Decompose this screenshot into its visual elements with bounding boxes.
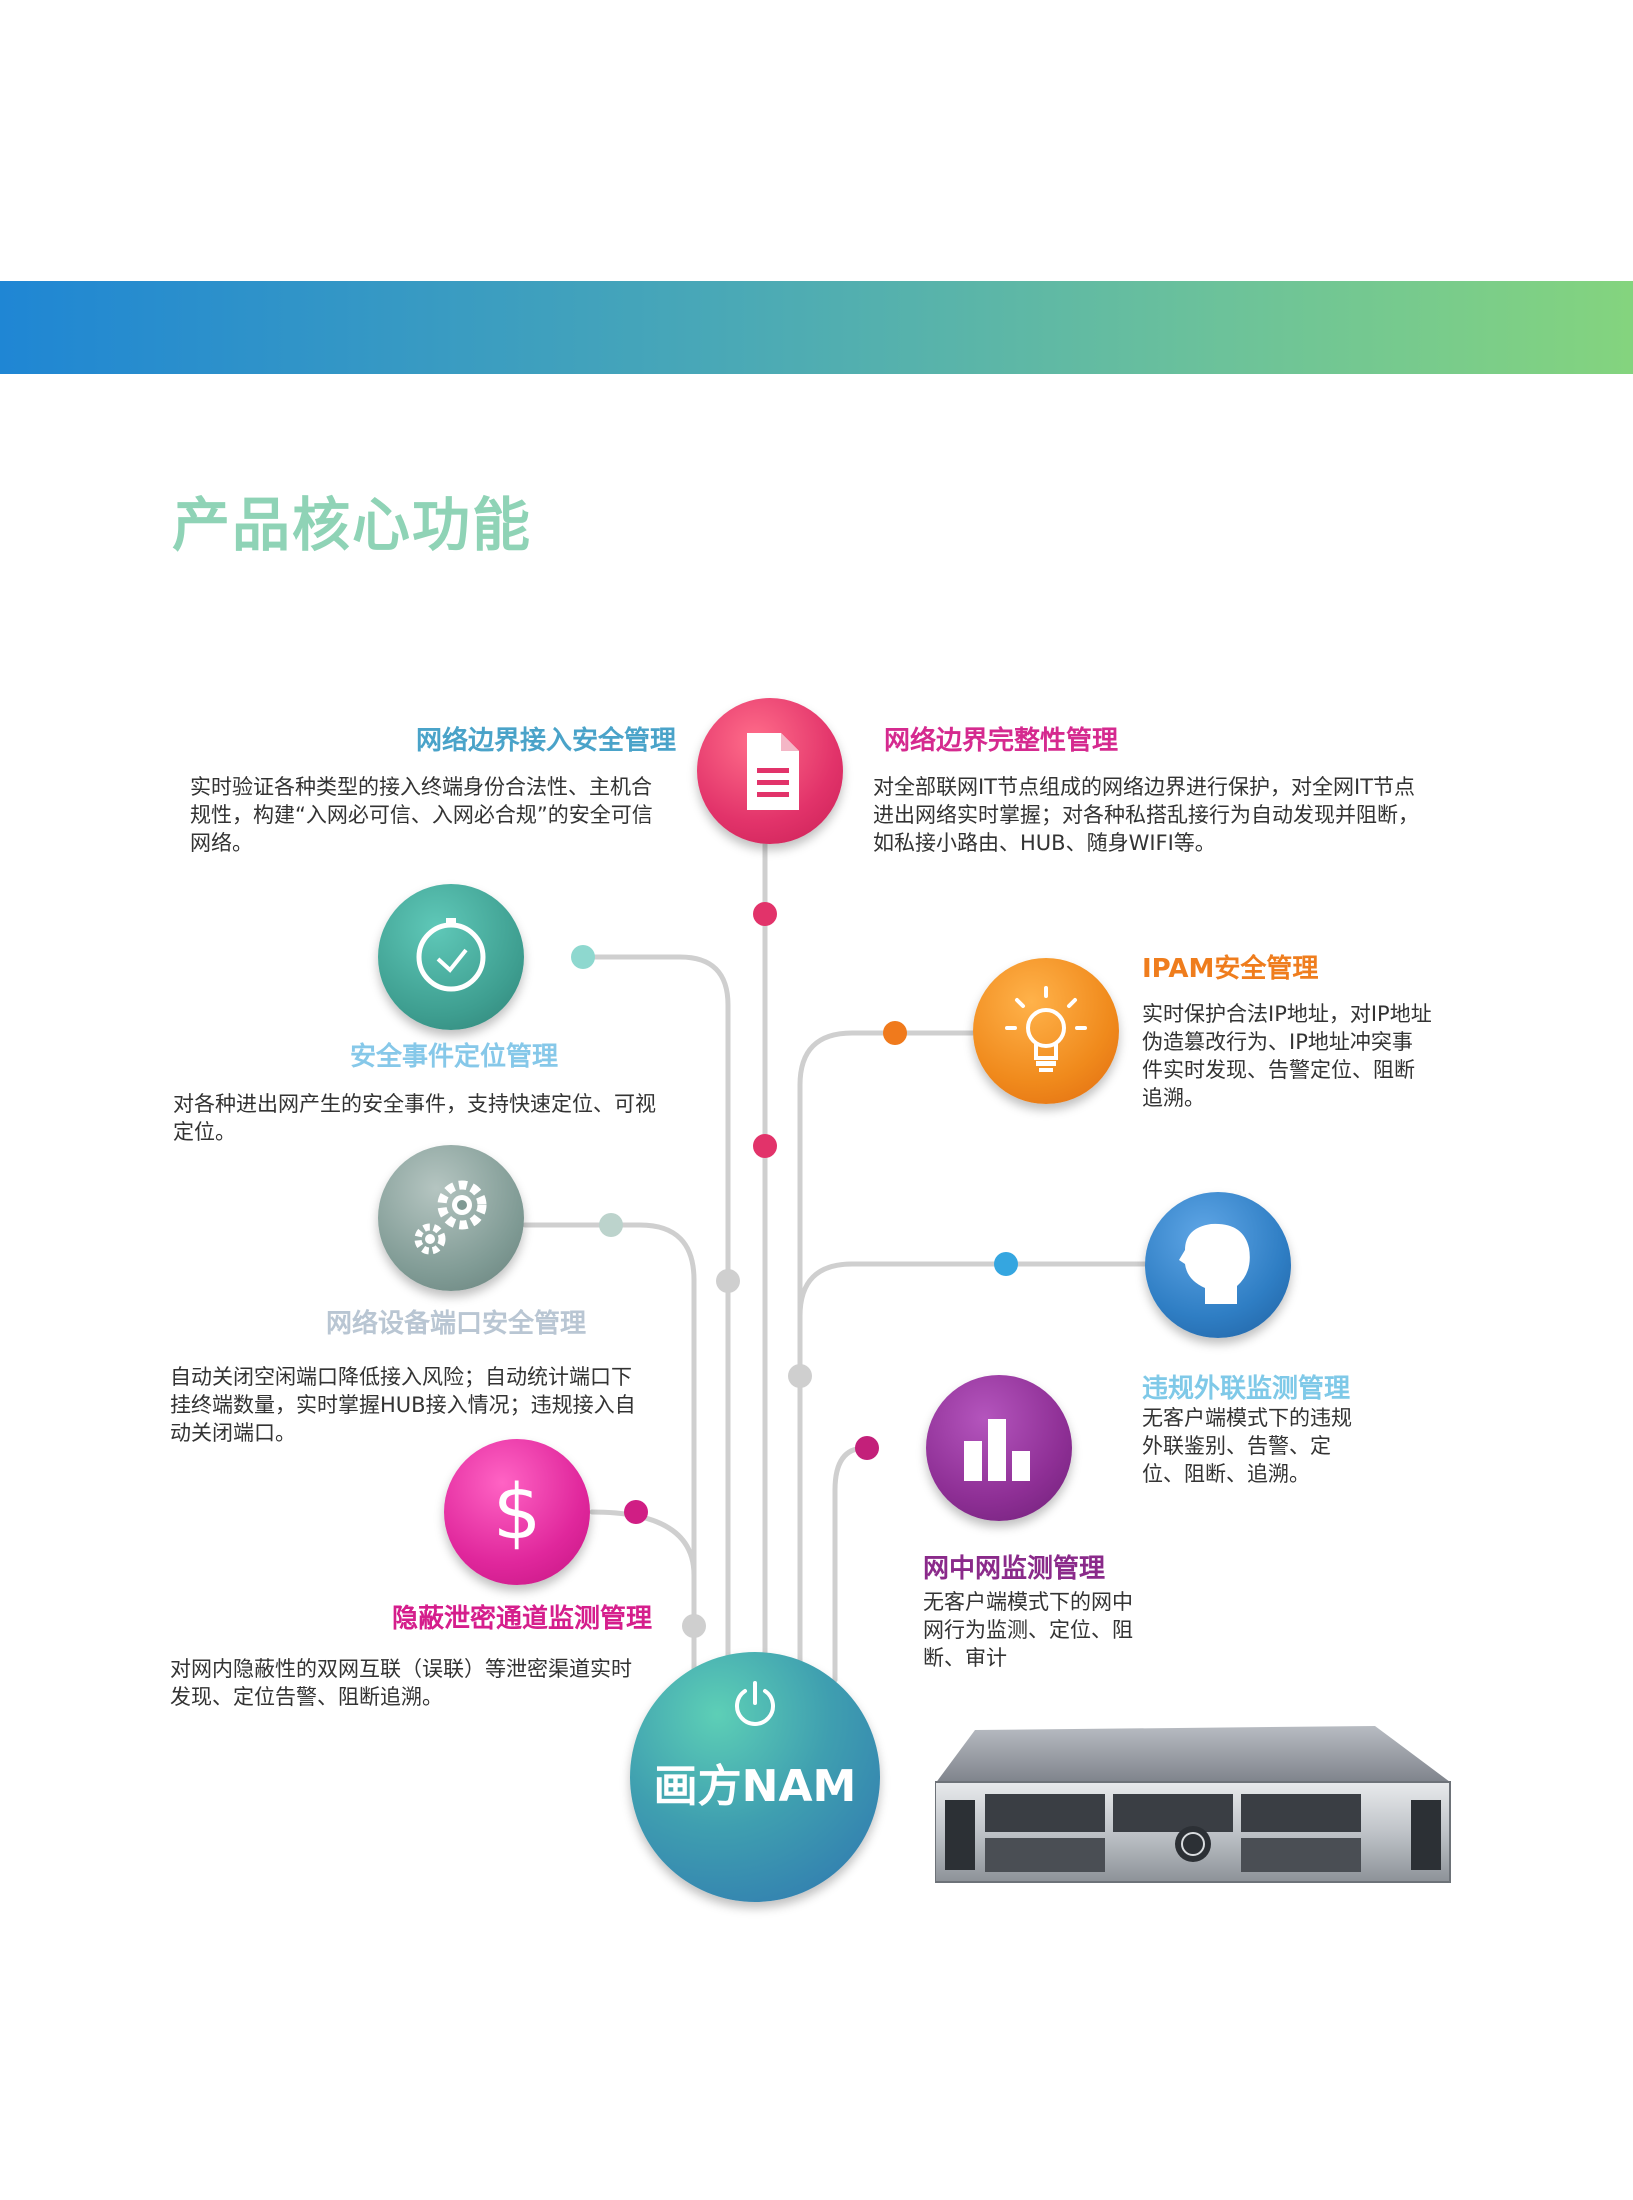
clock-icon-circle	[378, 884, 524, 1030]
feature-desc-net-in-net-monitoring: 无客户端模式下的网中网行为监测、定位、阻断、审计	[923, 1590, 1133, 1670]
feature-desc-ipam-security: 实时保护合法IP地址，对IP地址伪造篡改行为、IP地址冲突事件实时发现、告警定位…	[1142, 1002, 1432, 1110]
feature-desc-network-boundary-access: 实时验证各种类型的接入终端身份合法性、主机合规性，构建“入网必可信、入网必合规”…	[190, 775, 653, 855]
clock-icon	[416, 918, 486, 992]
lightbulb-icon-circle	[973, 958, 1119, 1104]
document-icon	[747, 733, 799, 810]
feature-title-ipam-security: IPAM安全管理	[1142, 954, 1319, 984]
section-title: 产品核心功能	[172, 491, 533, 559]
feature-title-security-event-location: 安全事件定位管理	[350, 1042, 559, 1072]
head-icon	[1179, 1223, 1250, 1304]
feature-title-covert-leak-channel-monitoring: 隐蔽泄密通道监测管理	[392, 1604, 653, 1634]
header-gradient-band	[0, 281, 1633, 374]
center-node-label: 画方NAM	[653, 1761, 857, 1812]
feature-title-illegal-outreach-monitoring: 违规外联监测管理	[1142, 1374, 1351, 1404]
bar-chart-icon	[964, 1419, 1030, 1481]
feature-title-network-boundary-integrity: 网络边界完整性管理	[884, 726, 1119, 756]
feature-desc-security-event-location: 对各种进出网产生的安全事件，支持快速定位、可视定位。	[173, 1092, 656, 1144]
lightbulb-icon	[1005, 986, 1087, 1072]
server-icon	[935, 1726, 1451, 1883]
feature-desc-covert-leak-channel-monitoring: 对网内隐蔽性的双网互联（误联）等泄密渠道实时发现、定位告警、阻断追溯。	[170, 1657, 632, 1709]
feature-title-network-boundary-access: 网络边界接入安全管理	[416, 726, 677, 756]
feature-title-net-in-net-monitoring: 网中网监测管理	[923, 1554, 1106, 1584]
dollar-icon-circle	[444, 1439, 590, 1585]
feature-title-device-port-security: 网络设备端口安全管理	[326, 1309, 587, 1339]
feature-desc-illegal-outreach-monitoring: 无客户端模式下的违规外联鉴别、告警、定位、阻断、追溯。	[1142, 1406, 1352, 1486]
gears-icon	[414, 1180, 487, 1255]
power-icon	[735, 1681, 775, 1726]
dollar-icon: $	[492, 1467, 542, 1556]
feature-desc-network-boundary-integrity: 对全部联网IT节点组成的网络边界进行保护，对全网IT节点进出网络实时掌握；对各种…	[873, 775, 1419, 855]
feature-desc-device-port-security: 自动关闭空闲端口降低接入风险；自动统计端口下挂终端数量，实时掌握HUB接入情况；…	[170, 1365, 636, 1445]
